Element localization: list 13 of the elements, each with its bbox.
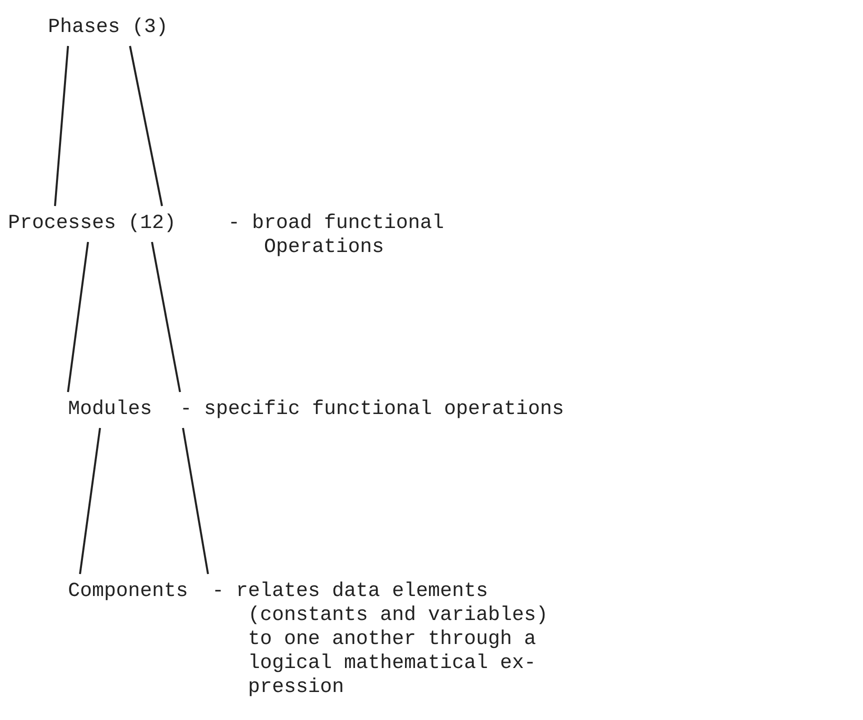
description-text: - specific functional operations: [180, 398, 566, 422]
level-label: Modules: [68, 396, 152, 424]
connector-line: [67, 242, 89, 392]
connector-line: [129, 46, 163, 206]
connector-line: [54, 46, 69, 206]
level-label: Phases (3): [48, 14, 168, 42]
connector-line: [151, 242, 181, 392]
description-text: - relates data elements (constants and variables) to one another through a logical mathematical ex- pression: [212, 580, 548, 700]
level-label: Components: [68, 578, 188, 606]
description-text: - broad functional Operations: [228, 212, 446, 260]
connector-line: [79, 428, 101, 574]
level-label: Processes (12): [8, 210, 176, 238]
connector-line: [182, 428, 209, 574]
